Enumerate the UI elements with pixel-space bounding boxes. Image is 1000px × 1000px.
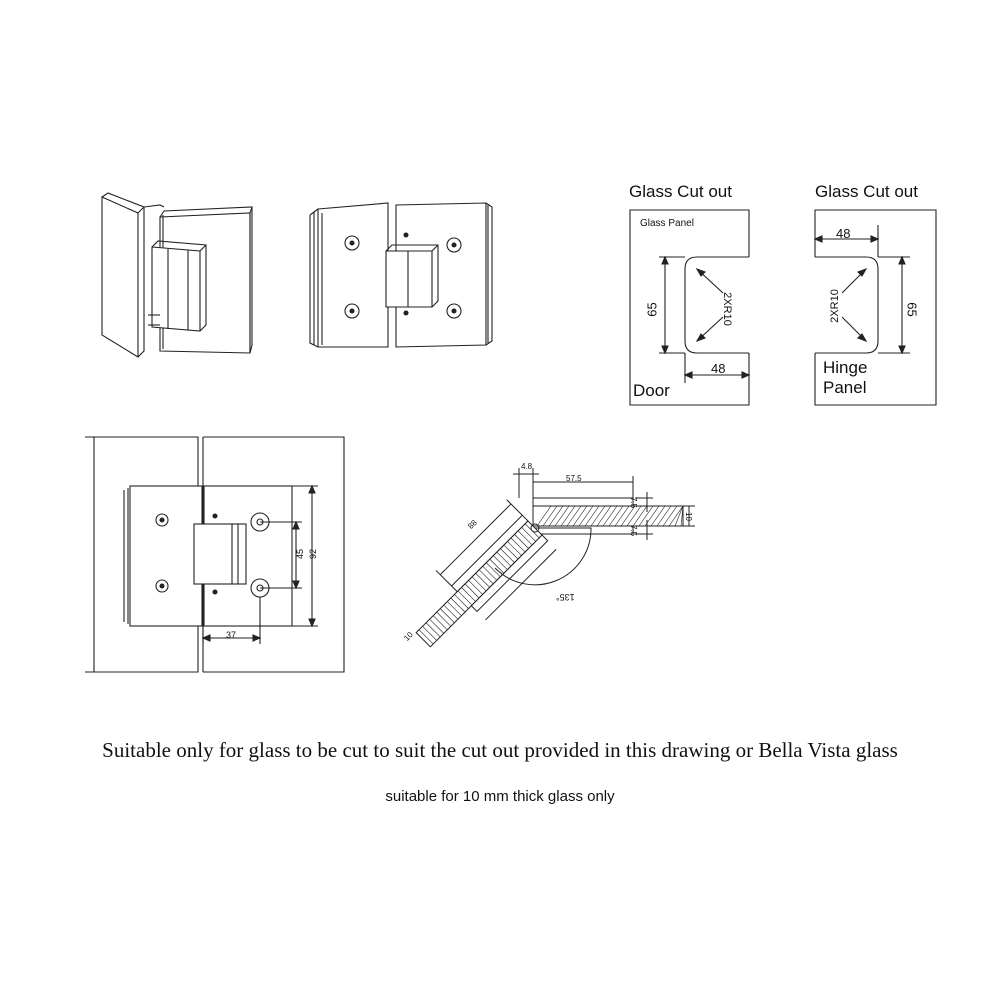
hinge-height-dim: 65 (904, 302, 920, 317)
top-dim-7-5-upper: 7.5 (629, 496, 639, 509)
hinge-cutout-title: Glass Cut out (815, 182, 918, 201)
hinge-panel-label-line2: Panel (823, 378, 867, 397)
door-cutout-title: Glass Cut out (629, 182, 732, 201)
glass-thickness-note: suitable for 10 mm thick glass only (385, 788, 615, 805)
plate-height-dim: 92 (308, 548, 319, 560)
top-dim-57-5: 57.5 (566, 474, 582, 483)
hinge-top-view-135 (415, 468, 695, 648)
door-height-dim: 65 (644, 302, 660, 317)
hinge-front-view (85, 436, 345, 673)
hinge-radius-label: 2XR10 (828, 289, 841, 323)
door-label: Door (633, 381, 670, 400)
hinge-isometric-open (309, 202, 493, 348)
door-cutout-drawing (629, 209, 751, 406)
top-dim-4-8: 4.8 (521, 462, 533, 471)
hinge-width-dim: 48 (836, 226, 851, 241)
hinge-panel-label-line1: Hinge (823, 358, 868, 377)
glass-panel-label: Glass Panel (640, 218, 694, 229)
door-width-dim: 48 (711, 361, 726, 376)
offset-dim: 37 (226, 630, 237, 640)
top-dim-7-5-lower: 7.5 (629, 524, 639, 537)
hinge-isometric-closed (101, 192, 253, 358)
door-radius-label: 2XR10 (720, 292, 733, 326)
hinge-cutout-drawing (813, 209, 937, 406)
top-dim-10-right: 10 (683, 512, 693, 521)
top-dim-135-deg: 135° (556, 592, 575, 602)
glass-cut-note: Suitable only for glass to be cut to sui… (102, 738, 898, 762)
hole-spacing-dim: 45 (295, 548, 306, 560)
